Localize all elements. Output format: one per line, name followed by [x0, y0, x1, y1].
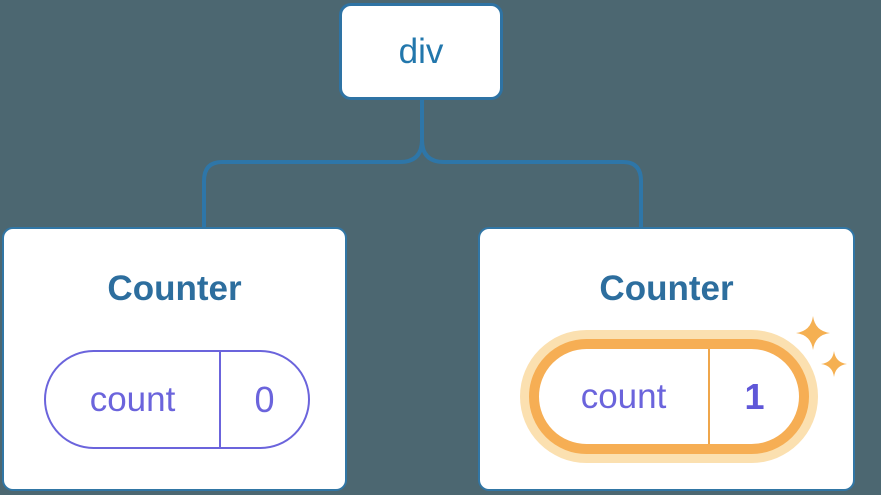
- connector-right-branch: [420, 100, 643, 228]
- sparkles-icon: [796, 316, 847, 377]
- root-node-label: div: [398, 31, 444, 71]
- state-value: 0: [254, 378, 275, 420]
- state-key-label: count: [539, 349, 710, 444]
- counter-card-left-title: Counter: [107, 269, 242, 308]
- counter-card-right: Counter count 1: [478, 227, 855, 491]
- state-pill-right-highlighted: count 1: [529, 339, 809, 454]
- counter-card-right-title: Counter: [599, 269, 734, 308]
- counter-card-left: Counter count 0: [2, 227, 347, 491]
- state-key-label: count: [46, 352, 221, 447]
- root-node-div: div: [339, 3, 503, 100]
- state-value: 1: [744, 375, 765, 417]
- connector-left-branch: [202, 100, 424, 228]
- state-pill-left: count 0: [44, 350, 310, 449]
